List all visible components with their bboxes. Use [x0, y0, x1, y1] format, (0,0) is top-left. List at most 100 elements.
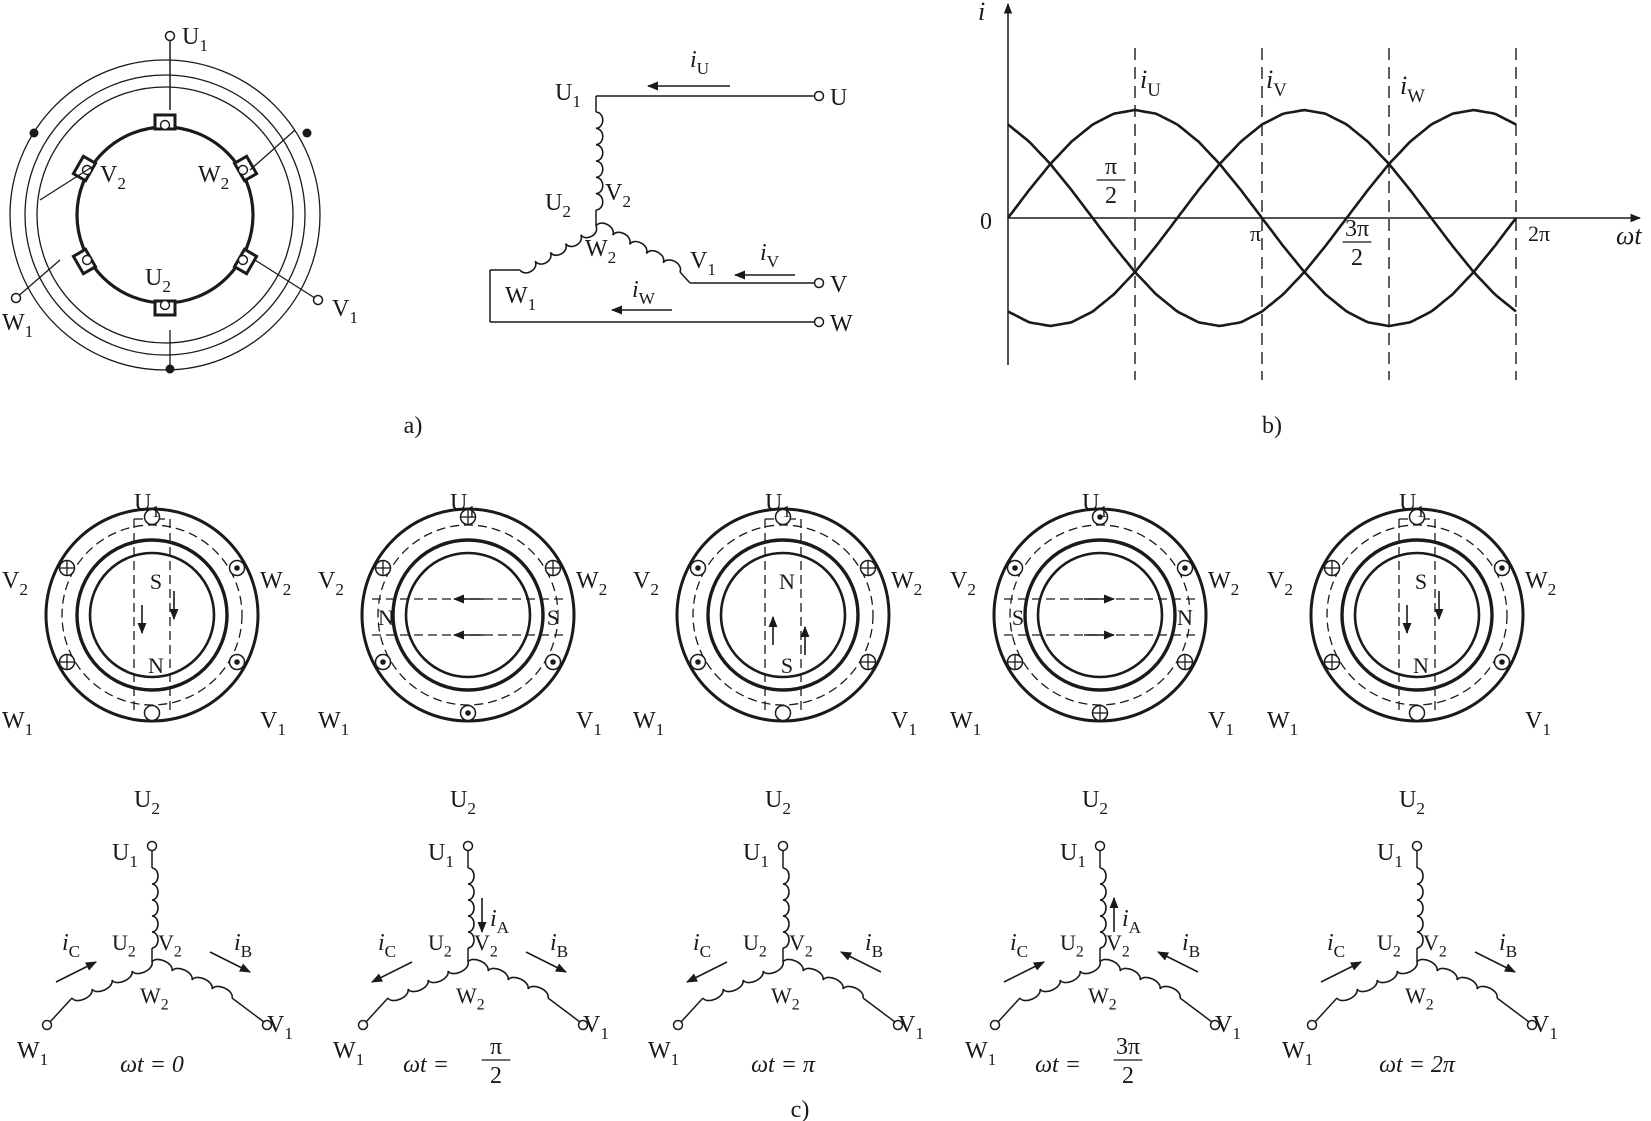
terminal-label-u: U	[830, 85, 847, 111]
terminal-label-w2: W2	[198, 162, 229, 193]
terminal-label-w2: W2	[1525, 568, 1556, 599]
coil-icon	[151, 867, 159, 949]
dot-center	[550, 659, 556, 665]
star-label-u2: U2	[112, 930, 136, 961]
terminal-icon	[41, 1019, 53, 1031]
star-label-v2: V2	[1423, 930, 1447, 961]
cross-conductor-icon	[374, 559, 392, 577]
current-label-iu: iU	[690, 47, 710, 78]
lead-line	[1496, 997, 1530, 1023]
time-fraction: 3π2	[1113, 1034, 1143, 1089]
current-arrow-b	[525, 951, 568, 973]
empty-conductor-icon	[143, 704, 161, 722]
dot-center	[380, 659, 386, 665]
coil-end-v1: V1	[690, 248, 716, 279]
current-arrow-b	[839, 951, 882, 973]
terminal-label-v2: V2	[100, 162, 126, 193]
fraction-numerator: 3π	[1116, 1034, 1140, 1060]
terminal-w-icon	[813, 316, 825, 328]
coil-w-icon	[519, 225, 598, 274]
terminal-icon	[357, 1019, 369, 1031]
conductor-circle	[774, 704, 792, 722]
coil-u-icon	[595, 111, 604, 211]
lead-line	[679, 271, 691, 284]
lead-line	[254, 259, 319, 301]
dot-center	[695, 565, 701, 571]
star-label-u1: U1	[112, 840, 138, 871]
current-label-ib: iB	[865, 930, 883, 961]
lead-line	[365, 997, 389, 1023]
star-label-v2: V2	[474, 930, 498, 961]
stator-bore-ring	[706, 538, 860, 692]
terminal-label-u2: U2	[1399, 787, 1425, 818]
terminal-icon	[1209, 1019, 1221, 1031]
x-tick-label: π	[1250, 221, 1261, 246]
cross-conductor-icon	[859, 653, 877, 671]
star-label-v2: V2	[789, 930, 813, 961]
star-label-u1: U1	[1060, 840, 1086, 871]
star-label-u2: U2	[1377, 930, 1401, 961]
terminal-icon	[777, 840, 789, 852]
conductor-circle	[774, 508, 792, 526]
dot-conductor-icon	[544, 653, 562, 671]
junction-dot-icon	[302, 128, 312, 138]
terminal-label-w2: W2	[891, 568, 922, 599]
time-label: ωt = 0	[120, 1052, 184, 1078]
lead-line	[1314, 997, 1338, 1023]
fraction-denominator: 2	[1351, 245, 1363, 271]
terminal-label-w2: W2	[576, 568, 607, 599]
terminal-label-v1: V1	[1208, 708, 1234, 739]
pole-label: N	[1177, 605, 1193, 630]
origin-label: 0	[980, 209, 992, 235]
series-line-i_V	[1007, 108, 1517, 328]
current-arrow-b	[1156, 951, 1199, 973]
pole-label: S	[150, 569, 162, 594]
caption-a: a)	[404, 413, 423, 439]
terminal-label-w2: W2	[1208, 568, 1239, 599]
conductor-icon	[81, 254, 93, 266]
conductor-icon	[159, 119, 171, 131]
coil-icon	[702, 961, 784, 1002]
coil-icon	[782, 958, 864, 999]
current-label-ib: iB	[1499, 930, 1517, 961]
time-fraction: π2	[481, 1034, 511, 1089]
cross-conductor-icon	[58, 653, 76, 671]
current-label-iv: iV	[760, 240, 780, 271]
winding-ring	[36, 86, 294, 344]
coil-icon	[1416, 958, 1498, 999]
current-label-ia: iA	[1122, 906, 1142, 937]
dot-conductor-icon	[1006, 559, 1024, 577]
terminal-label-u1: U1	[1399, 490, 1425, 521]
conductor-circle	[143, 704, 161, 722]
pole-label: S	[1012, 605, 1024, 630]
star-label-v2: V2	[158, 930, 182, 961]
stator-slot	[153, 299, 177, 317]
current-arrow-b	[1474, 951, 1517, 973]
empty-conductor-icon	[1408, 508, 1426, 526]
fraction-numerator: π	[1105, 154, 1117, 180]
terminal-label-u1: U1	[182, 24, 208, 55]
cross-conductor-icon	[1323, 653, 1341, 671]
coil-icon	[1099, 867, 1107, 949]
stator-slot	[71, 247, 98, 276]
lead-line	[249, 129, 296, 171]
current-label-ic: iC	[378, 930, 396, 961]
current-label-ia: iA	[490, 906, 510, 937]
x-axis-label: ωt	[1616, 221, 1642, 250]
terminal-label-w: W	[830, 311, 853, 337]
terminal-label-w1: W1	[1267, 708, 1298, 739]
lead-line	[39, 164, 96, 201]
terminal-label-u1: U1	[450, 490, 476, 521]
stator-slot	[232, 154, 259, 183]
dot-center	[1182, 565, 1188, 571]
current-label-ic: iC	[62, 930, 80, 961]
terminal-label-v: V	[830, 272, 848, 298]
terminal-label-v2: V2	[633, 568, 659, 599]
pole-label: S	[547, 605, 559, 630]
